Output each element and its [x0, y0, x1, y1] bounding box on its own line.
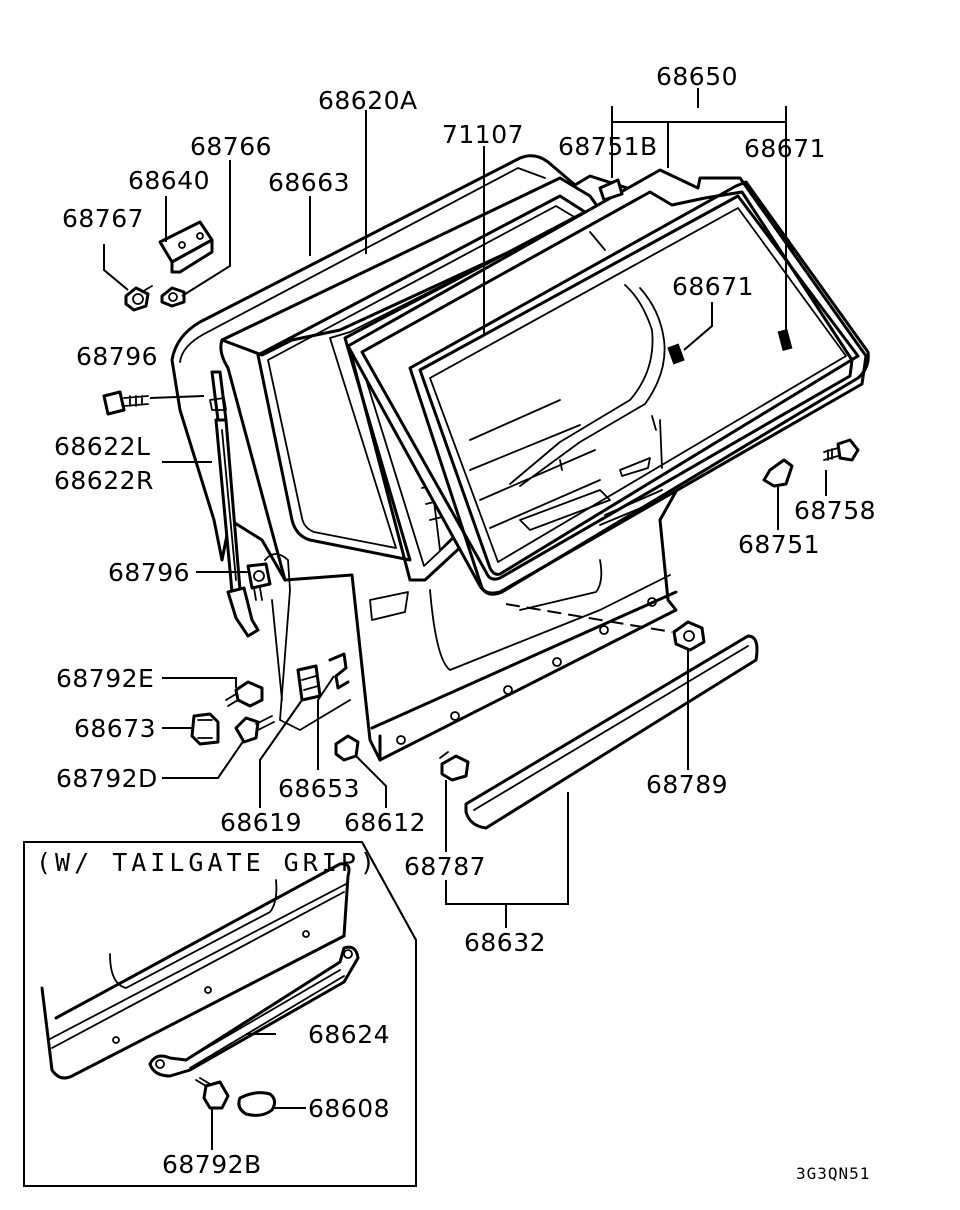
label-68640: 68640	[128, 166, 211, 195]
label-68758: 68758	[794, 496, 877, 525]
label-68767: 68767	[62, 204, 145, 233]
label-68796-top: 68796	[76, 342, 159, 371]
garnish-68632	[464, 634, 759, 830]
label-68751B: 68751B	[558, 132, 658, 161]
label-68622L: 68622L	[54, 432, 151, 461]
label-68789: 68789	[646, 770, 729, 799]
label-68608: 68608	[308, 1094, 391, 1123]
dashed-guide	[505, 603, 673, 633]
screw-68758	[823, 438, 860, 462]
label-68792D: 68792D	[56, 764, 158, 793]
label-68619: 68619	[220, 808, 303, 837]
label-68751: 68751	[738, 530, 821, 559]
label-68671-mid: 68671	[672, 272, 755, 301]
glass-assembly	[346, 168, 870, 596]
nut-68766	[160, 286, 186, 308]
label-68796-mid: 68796	[108, 558, 191, 587]
inset-title: (W/ TAILGATE GRIP)	[36, 848, 379, 877]
stopper-68671-b	[777, 329, 793, 351]
diagram-code: 3G3QN51	[796, 1164, 871, 1183]
clip-68789	[672, 620, 706, 652]
spacer-68751B	[598, 178, 624, 202]
bolt-68796-mid	[246, 562, 272, 601]
stopper-68671-a	[667, 343, 685, 365]
latch-68653	[328, 652, 350, 690]
bumper-68612	[334, 734, 360, 762]
bolt-68792D	[234, 715, 275, 744]
bolt-68796-top	[102, 390, 149, 416]
bolt-68792E	[225, 680, 264, 708]
striker-68751	[762, 458, 794, 488]
label-68612: 68612	[344, 808, 427, 837]
label-68792B: 68792B	[162, 1150, 262, 1179]
bracket-68619	[296, 664, 322, 702]
clip-68787	[439, 751, 470, 782]
label-68632: 68632	[464, 928, 547, 957]
leader-lines	[103, 88, 827, 928]
hinge-68640	[158, 220, 214, 274]
label-68663: 68663	[268, 168, 351, 197]
label-68787: 68787	[404, 852, 487, 881]
stay-damper-68622	[209, 370, 260, 638]
label-68620A: 68620A	[318, 86, 418, 115]
label-68622R: 68622R	[54, 466, 154, 495]
label-68650: 68650	[656, 62, 739, 91]
bolt-68767	[124, 285, 153, 312]
clip-68673	[190, 712, 220, 746]
label-68792E: 68792E	[56, 664, 155, 693]
label-68653: 68653	[278, 774, 361, 803]
inset-box	[23, 841, 417, 1187]
label-71107: 71107	[442, 120, 525, 149]
label-68624: 68624	[308, 1020, 391, 1049]
label-68671-top: 68671	[744, 134, 827, 163]
label-68766: 68766	[190, 132, 273, 161]
label-68673: 68673	[74, 714, 157, 743]
